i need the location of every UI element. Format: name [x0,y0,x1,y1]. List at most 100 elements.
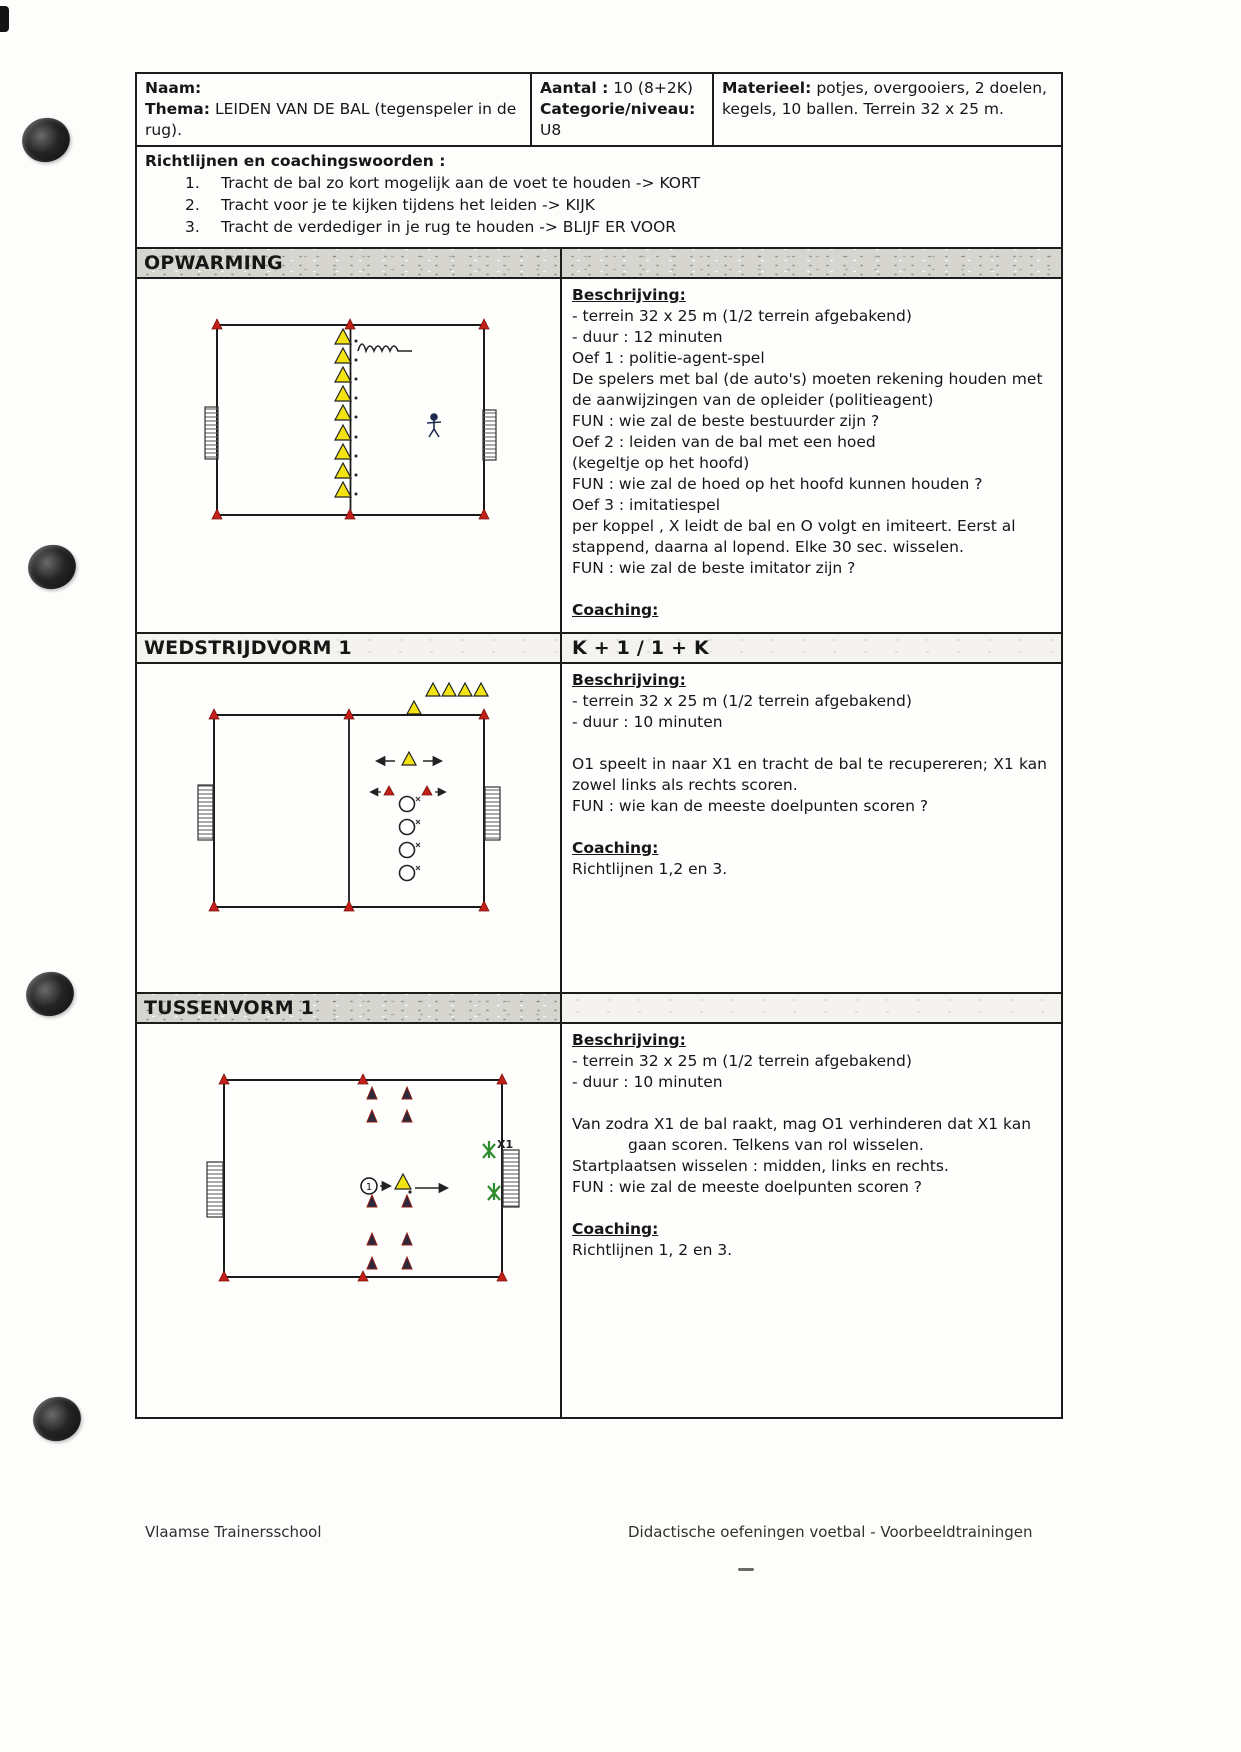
spare-cones [406,682,489,715]
wedstrijdvorm-subtitle: K + 1 / 1 + K [572,637,709,659]
text-line: FUN : wie zal de beste imitator zijn ? [572,559,856,577]
tussenvorm-diagram-cell: 1 X1 [137,1024,562,1417]
coaching-label: Coaching: [572,839,659,857]
coaching-line: Coaching: [572,600,1047,621]
footer-document-title: Didactische oefeningen voetbal - Voorbee… [628,1523,1033,1541]
band-left: TUSSENVORM 1 [137,994,562,1022]
ball-dots [354,339,358,496]
text-line: Oef 3 : imitatiespel [572,496,721,514]
wedstrijdvorm-title: WEDSTRIJDVORM 1 [144,637,352,659]
text-line: Van zodra X1 de bal raakt, mag O1 verhin… [572,1115,1032,1133]
text-line: - duur : 12 minuten [572,328,723,346]
coaching-text: Richtlijnen 1,2 en 3. [572,860,728,878]
ball-marks [415,796,421,871]
beschrijving-line: Beschrijving: [572,285,1047,306]
text-line: - terrein 32 x 25 m (1/2 terrein afgebak… [572,1052,912,1070]
goal-right [484,786,501,841]
text-line: - terrein 32 x 25 m (1/2 terrein afgebak… [572,692,912,710]
o1-player: 1 [360,1177,393,1195]
text-line: gaan scoren. Telkens van rol wisselen. [628,1136,924,1154]
coaching-label: Coaching: [572,601,659,619]
wedstrijdvorm-diagram-cell [137,664,562,992]
text-line: - duur : 10 minuten [572,1073,723,1091]
x1-label: X1 [497,1138,513,1151]
dribble-squiggle [357,343,412,354]
richtlijn-number: 2. [185,196,200,214]
aantal-label: Aantal : [540,79,609,97]
fun-line: FUN : wie zal de meeste doelpunten score… [572,1178,922,1196]
thema-value: LEIDEN VAN DE BAL (tegenspeler in de rug… [145,100,517,139]
x1-figure-second [487,1183,501,1201]
player-figure [426,413,442,438]
cell-materieel: Materieel:potjes, overgooiers, 2 doelen,… [714,74,1061,145]
spacer [572,1093,1047,1114]
tussenvorm-diagram: 1 X1 [206,1073,520,1282]
footer-organisation: Vlaamse Trainersschool [145,1523,322,1541]
opwarming-text-cell: Beschrijving: - terrein 32 x 25 m (1/2 t… [562,279,1061,632]
aantal-line: Aantal :10 (8+2K) [540,78,704,99]
coaching-line: Coaching: [572,1219,1047,1240]
richtlijnen-block: Richtlijnen en coachingswoorden : 1. Trac… [137,147,1061,248]
binder-hole [21,966,79,1022]
beschrijving-label: Beschrijving: [572,1031,686,1049]
richtlijn-item: 1. Tracht de bal zo kort mogelijk aan de … [145,172,1053,194]
text-line: FUN : wie zal de beste bestuurder zijn ? [572,412,880,430]
exercise-paragraph: O1 speelt in naar X1 en tracht de bal te… [572,755,1047,794]
coaching-line: Coaching: [572,838,1047,859]
goal-left [206,1161,224,1218]
info-table: Naam: Thema:LEIDEN VAN DE BAL (tegenspel… [135,72,1063,250]
band-right [562,249,1061,277]
text-line: Oef 1 : politie-agent-spel [572,349,765,367]
text-line: Startplaatsen wisselen : midden, links e… [572,1157,949,1175]
beschrijving-line: Beschrijving: [572,670,1047,691]
thema-line: Thema:LEIDEN VAN DE BAL (tegenspeler in … [145,99,522,141]
beschrijving-label: Beschrijving: [572,286,686,304]
tussenvorm-title: TUSSENVORM 1 [144,997,315,1019]
materieel-value: potjes, overgooiers, 2 doelen, kegels, 1… [722,79,1047,118]
richtlijn-text: Tracht de bal zo kort mogelijk aan de vo… [221,174,701,192]
text-line: De spelers met bal (de auto's) moeten re… [572,370,1043,409]
x1-cone-run [394,1172,450,1194]
beschrijving-label: Beschrijving: [572,671,686,689]
opwarming-row: Beschrijving: - terrein 32 x 25 m (1/2 t… [137,279,1061,634]
exercise-table: OPWARMING [135,247,1063,1419]
opwarming-title: OPWARMING [144,252,283,274]
richtlijnen-title: Richtlijnen en coachingswoorden : [145,152,446,170]
section-band-wedstrijdvorm: WEDSTRIJDVORM 1 K + 1 / 1 + K [137,634,1061,664]
x1-figure [482,1141,496,1159]
opwarming-diagram-cell [137,279,562,632]
section-band-opwarming: OPWARMING [137,249,1061,279]
binder-hole [23,539,81,595]
wedstrijdvorm-diagram [197,682,501,912]
richtlijn-number: 1. [185,174,200,192]
beschrijving-line: Beschrijving: [572,1030,1047,1051]
richtlijn-text: Tracht voor je te kijken tijdens het lei… [221,196,595,214]
info-table-row: Naam: Thema:LEIDEN VAN DE BAL (tegenspel… [137,74,1061,147]
binder-hole [28,1391,86,1447]
spacer [572,579,1047,600]
categorie-label-line: Categorie/niveau: [540,99,704,120]
wedstrijdvorm-row: Beschrijving: - terrein 32 x 25 m (1/2 t… [137,664,1061,994]
text-line: - duur : 10 minuten [572,713,723,731]
materieel-label: Materieel: [722,79,812,97]
text-line: (kegeltje op het hoofd) [572,454,750,472]
x1-cone-with-arrows [374,751,444,767]
richtlijn-item: 2. Tracht voor je te kijken tijdens het l… [145,194,1053,216]
field [223,1079,503,1278]
band-right [562,994,1061,1022]
band-left: WEDSTRIJDVORM 1 [137,634,562,662]
goal-left [204,406,219,460]
goal-right [502,1149,520,1208]
text-line: per koppel , X leidt de bal en O volgt e… [572,517,1016,556]
section-band-tussenvorm: TUSSENVORM 1 [137,994,1061,1024]
richtlijn-item: 3.Tracht de verdediger in je rug te houd… [145,216,1053,238]
tussenvorm-row: 1 X1 [137,1024,1061,1417]
opwarming-diagram [204,318,497,520]
naam-line: Naam: [145,78,522,99]
materieel-line: Materieel:potjes, overgooiers, 2 doelen,… [722,78,1053,120]
cell-naam-thema: Naam: Thema:LEIDEN VAN DE BAL (tegenspel… [137,74,532,145]
fun-line: FUN : wie kan de meeste doelpunten score… [572,797,929,815]
categorie-label: Categorie/niveau: [540,100,696,118]
spacer [572,733,1047,754]
